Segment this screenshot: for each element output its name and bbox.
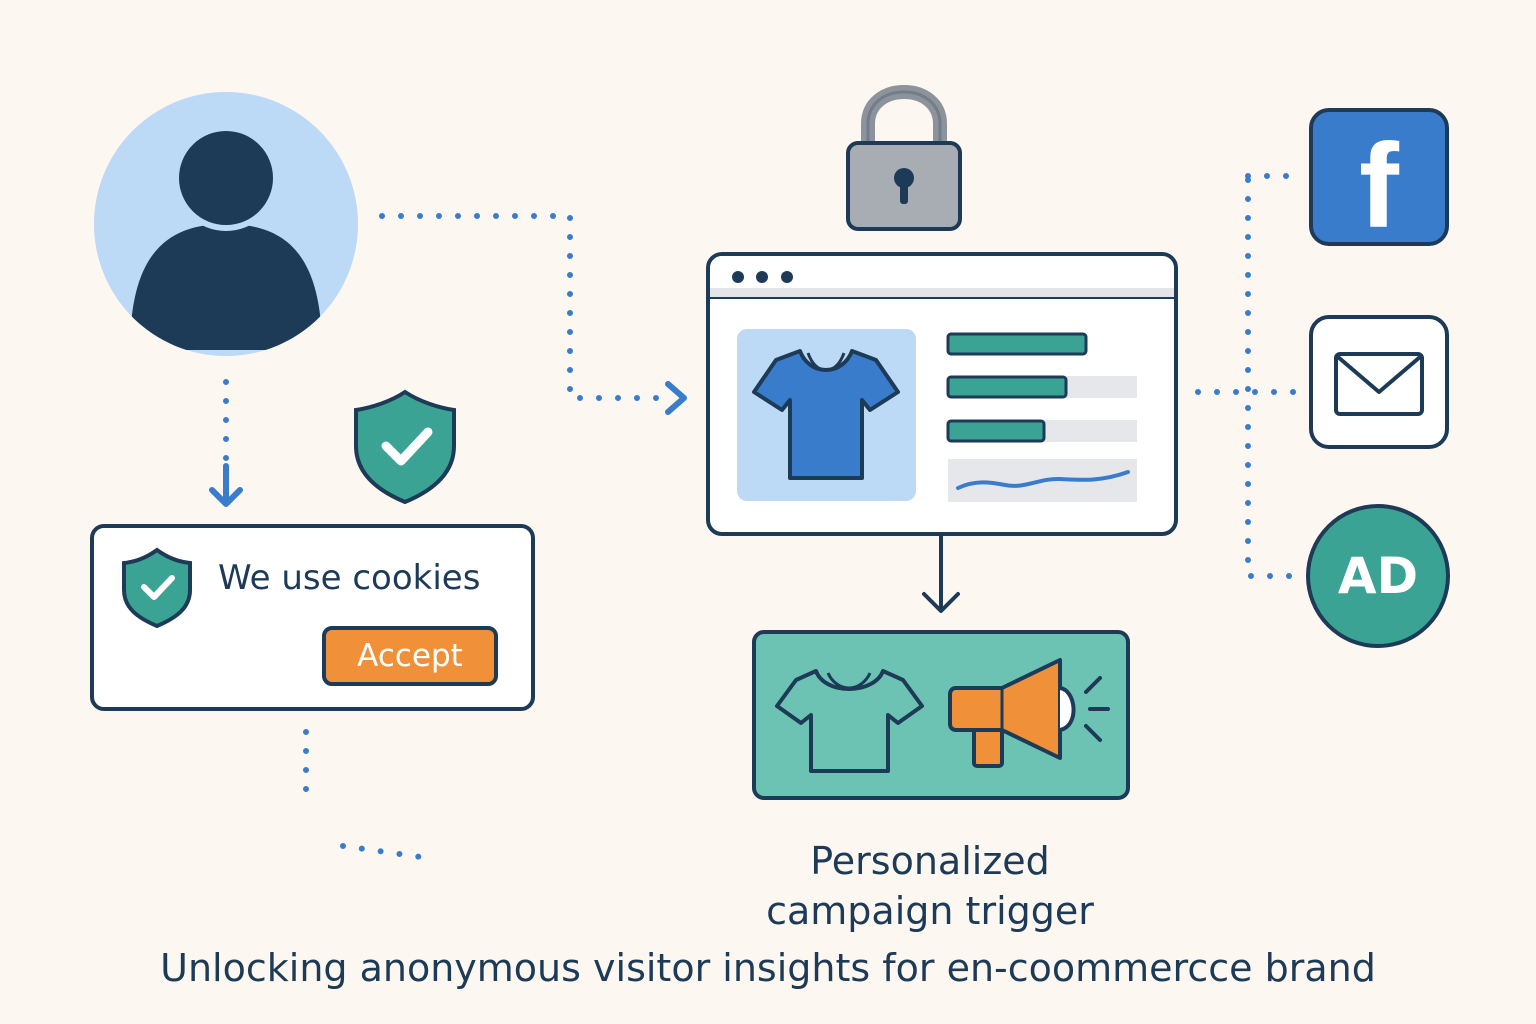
connector-cookie-tail xyxy=(340,843,431,861)
tshirt-icon xyxy=(752,349,900,480)
connector-visitor-to-store xyxy=(379,213,665,401)
lock-icon xyxy=(846,84,962,231)
accept-button-shape xyxy=(322,626,498,686)
accept-button[interactable]: Accept xyxy=(357,638,463,674)
campaign-caption-line2: campaign trigger xyxy=(766,889,1094,933)
ad-label: AD xyxy=(1337,547,1419,605)
window-dot xyxy=(756,271,768,283)
arrow-to-cookie xyxy=(209,463,243,507)
connector-channels-trunk xyxy=(1245,173,1301,579)
window-dot xyxy=(781,271,793,283)
store-browser-window xyxy=(706,252,1178,536)
arrowhead-to-store xyxy=(665,381,687,415)
campaign-trigger-box xyxy=(752,630,1130,800)
product-detail-bars xyxy=(946,332,1137,502)
page-title: Unlocking anonymous visitor insights for… xyxy=(160,946,1376,990)
ad-icon xyxy=(1306,504,1450,648)
window-dot xyxy=(732,271,744,283)
campaign-caption-line1: Personalized xyxy=(810,839,1050,883)
facebook-icon xyxy=(1309,108,1449,246)
campaign-caption: Personalized campaign trigger xyxy=(700,836,1160,936)
shield-check-icon xyxy=(354,389,456,505)
cookie-banner xyxy=(90,524,535,711)
arrow-to-campaign xyxy=(922,534,960,613)
cookie-shield-icon xyxy=(122,547,192,629)
cookie-message: We use cookies xyxy=(218,558,481,598)
facebook-letter: f xyxy=(1359,119,1399,242)
visitor-avatar-icon xyxy=(94,92,358,356)
email-icon xyxy=(1309,315,1449,449)
campaign-tshirt-icon xyxy=(775,669,924,773)
megaphone-icon xyxy=(948,658,1110,768)
